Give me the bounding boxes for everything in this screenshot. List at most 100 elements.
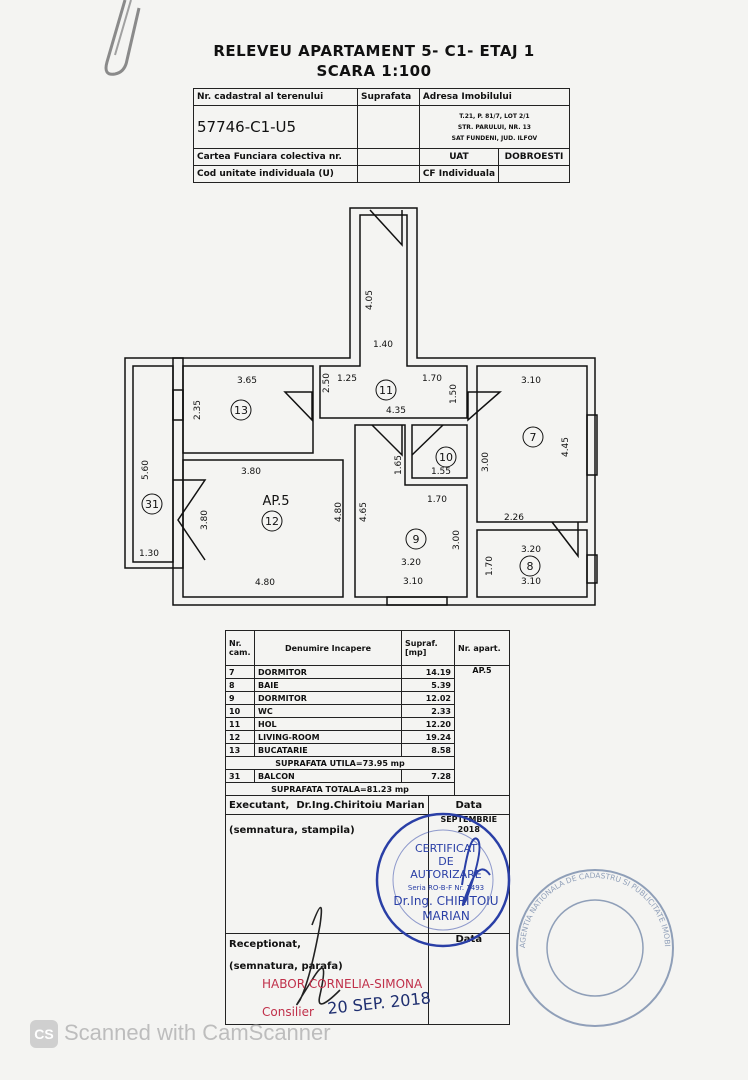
dim-label: 4.80 (255, 578, 275, 588)
dim-label: 1.65 (394, 455, 404, 475)
dim-label: 3.00 (481, 452, 491, 472)
dim-label: 3.10 (403, 577, 423, 587)
dim-label: 3.00 (452, 530, 462, 550)
header-name: Denumire Incapere (254, 630, 402, 666)
signature-table: Executant, Dr.Ing.Chiritoiu Marian Data … (225, 795, 511, 1025)
camscanner-logo: CS (30, 1020, 58, 1049)
svg-text:13: 13 (234, 404, 248, 417)
dim-label: 2.35 (193, 400, 203, 420)
door-entrance (369, 209, 403, 247)
apartment-label: AP.5 (262, 494, 289, 509)
useful-area-total: SUPRAFATA UTILA=73.95 mp (225, 756, 455, 770)
room-10 (411, 424, 468, 479)
dimension-labels: 4.05 1.40 1.25 2.50 1.70 1.50 3.65 2.35 … (139, 290, 571, 588)
address-line: SAT FUNDENI, JUD. ILFOV (451, 134, 538, 142)
building-outline (172, 207, 596, 606)
svg-text:Seria RO-B-F Nr. 1493: Seria RO-B-F Nr. 1493 (408, 884, 484, 892)
received: Receptionat,(semnatura, parafa) (225, 933, 429, 1025)
document-title: RELEVEU APARTAMENT 5- C1- ETAJ 1 (213, 42, 535, 60)
received-date-label: Data (427, 933, 511, 1025)
svg-text:9: 9 (413, 533, 420, 546)
dim-label: 3.20 (401, 558, 421, 568)
room-marker-31: 31 (141, 493, 163, 515)
dim-label: 4.05 (365, 290, 375, 310)
inspector-name: HABOR CORNELIA-SIMONA (262, 977, 423, 991)
paperclip-icon (104, 0, 141, 76)
dim-label: 1.70 (485, 556, 495, 576)
rooms-table: Nr. cam. Denumire Incapere Supraf. [mp] … (225, 630, 510, 796)
svg-text:AGENTIA NATIONALA DE CADASTRU: AGENTIA NATIONALA DE CADASTRU SI PUBLICI… (0, 790, 672, 948)
window (386, 596, 448, 606)
dim-label: 4.45 (561, 437, 571, 457)
window (586, 414, 598, 476)
cf-label: CF Individuala (418, 165, 500, 183)
dim-label: 1.30 (139, 549, 159, 559)
floor-plan: 4.05 1.40 1.25 2.50 1.70 1.50 3.65 2.35 … (124, 207, 598, 606)
room-11 (319, 214, 468, 419)
info-table: Nr. cadastral al terenului Suprafata Adr… (192, 88, 571, 183)
dim-label: 4.35 (386, 406, 406, 416)
room-9 (354, 424, 468, 598)
header-area: Supraf. [mp] (401, 630, 455, 666)
stamps: CERTIFICAT DE AUTORIZARE Seria RO-B-F Nr… (0, 790, 674, 1027)
svg-text:10: 10 (439, 451, 453, 464)
balcony-inner (132, 365, 174, 563)
dim-label: 2.50 (322, 373, 332, 393)
dim-label: 4.80 (334, 502, 344, 522)
address-line: T.21, P. 81/7, LOT 2/1 (459, 112, 530, 120)
dim-label: 3.10 (521, 376, 541, 386)
document-scale: SCARA 1:100 (316, 62, 432, 80)
executant-signature (461, 837, 491, 906)
dim-label: 1.25 (337, 374, 357, 384)
room-marker-12: 12 (261, 510, 283, 532)
apartment-cell: AP.5 (454, 665, 510, 796)
svg-text:DE: DE (438, 855, 453, 868)
dim-label: 4.65 (359, 502, 369, 522)
room-marker-8: 8 (519, 555, 541, 577)
inspector-role: Consilier (262, 1005, 314, 1019)
room-marker-9: 9 (405, 528, 427, 550)
header-apartment: Nr. apart. (454, 630, 510, 666)
dim-label: 1.70 (427, 495, 447, 505)
receiver-signature (296, 906, 341, 1006)
dim-label: 3.65 (237, 376, 257, 386)
room-marker-11: 11 (375, 379, 397, 401)
dim-label: 5.60 (141, 460, 151, 480)
dim-label: 3.80 (241, 467, 261, 477)
certificate-stamp: CERTIFICAT DE AUTORIZARE Seria RO-B-F Nr… (375, 812, 511, 948)
door-10 (411, 424, 444, 456)
cod-label: Cod unitate individuala (U) (192, 165, 359, 183)
door-7 (467, 391, 502, 422)
address-value: T.21, P. 81/7, LOT 2/1 STR. PARULUI, NR.… (418, 105, 571, 149)
svg-text:11: 11 (379, 384, 393, 397)
svg-text:AUTORIZARE: AUTORIZARE (410, 868, 482, 881)
cadastral-value: 57746-C1-U5 (192, 105, 359, 149)
inspector-date: 20 SEP. 2018 (326, 988, 431, 1018)
svg-text:Dr.Ing. CHIRITOIU: Dr.Ing. CHIRITOIU (393, 894, 498, 908)
svg-text:12: 12 (265, 515, 279, 528)
dim-label: 3.10 (521, 577, 541, 587)
door-13 (283, 391, 313, 422)
svg-text:31: 31 (145, 498, 159, 511)
svg-text:MARIAN: MARIAN (422, 909, 470, 923)
door-8 (551, 521, 579, 559)
address-line: STR. PARULUI, NR. 13 (457, 123, 531, 131)
header-nr: Nr. cam. (225, 630, 255, 666)
dim-label: 3.20 (521, 545, 541, 555)
window (586, 554, 598, 584)
svg-text:CERTIFICAT: CERTIFICAT (415, 842, 477, 855)
room-marker-13: 13 (230, 399, 252, 421)
window (172, 389, 184, 421)
door-balcony (173, 479, 207, 561)
svg-text:7: 7 (530, 431, 537, 444)
dim-label: 1.70 (422, 374, 442, 384)
dim-label: 1.50 (449, 384, 459, 404)
dim-label: 1.40 (373, 340, 393, 350)
